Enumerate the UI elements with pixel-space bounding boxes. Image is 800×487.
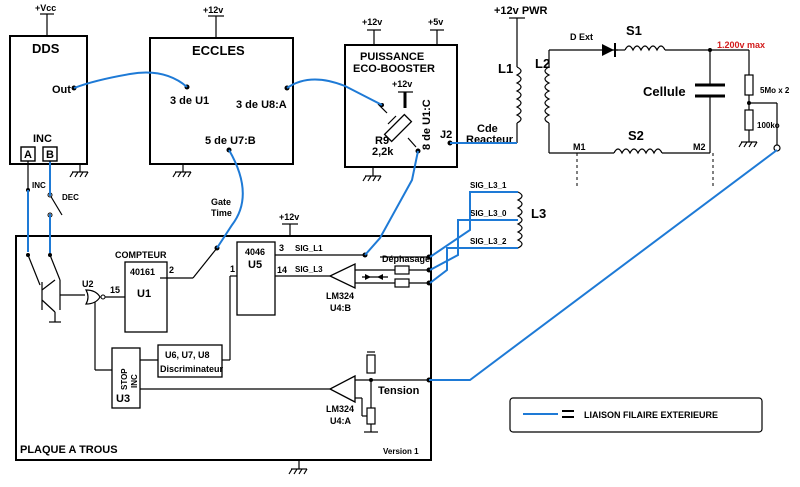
u4a-chip-label: LM324 (326, 404, 354, 414)
r-bottom-label: 100ko (757, 121, 780, 130)
tension-label: Tension (378, 385, 420, 397)
dds-pin-b: B (46, 149, 54, 161)
puissance-title1: PUISSANCE (360, 51, 424, 63)
s1-label: S1 (626, 23, 642, 38)
puissance-inner-supply: +12v (392, 79, 412, 89)
r9-label: R9 (375, 135, 389, 147)
eccles-box (149, 37, 294, 165)
dephasage-label: Déphasage (382, 254, 430, 264)
u3-label: U3 (116, 393, 130, 405)
u4b-label: U4:B (330, 303, 352, 313)
m2-label: M2 (693, 142, 706, 152)
sig-l1-label: SIG_L1 (295, 244, 323, 253)
legend-label: LIAISON FILAIRE EXTERIEURE (584, 410, 718, 420)
sig-l3-1: SIG_L3_1 (470, 181, 507, 190)
board-block: +12v PLAQUE A TROUS Version 1 U2 15 COMP… (15, 212, 471, 475)
puissance-supply-5v: +5v (428, 17, 443, 27)
pwr-supply-label: +12v PWR (494, 5, 548, 17)
board-version: Version 1 (383, 447, 419, 456)
gate-label-1: Gate (211, 197, 231, 207)
u1-chip-label: 40161 (130, 267, 155, 277)
discr-label-1: U6, U7, U8 (165, 350, 210, 360)
u1-label: U1 (137, 288, 151, 300)
legend: LIAISON FILAIRE EXTERIEURE (509, 397, 763, 433)
gate-label-2: Time (211, 208, 232, 218)
discr-label-2: Discriminateur (160, 364, 224, 374)
eccles-pin-u8a: 3 de U8:A (236, 99, 287, 111)
cellule-label: Cellule (643, 84, 686, 99)
dds-title: DDS (32, 41, 60, 56)
l3-coil: L3 SIG_L3_1 SIG_L3_0 SIG_L3_2 (446, 181, 546, 270)
sig-l3-2: SIG_L3_2 (470, 237, 507, 246)
cde-label-2: Reacteur (466, 134, 514, 146)
u2-label: U2 (82, 279, 94, 289)
eccles-block: +12v ECCLES 3 de U1 3 de U8:A 5 de U7:B (149, 5, 294, 178)
cde-label-1: Cde (477, 123, 498, 135)
switch-inc-label: INC (32, 181, 46, 190)
l3-label: L3 (531, 206, 546, 221)
m1-label: M1 (573, 142, 586, 152)
u3-stop-label: STOP (120, 368, 129, 390)
puissance-title2: ECO-BOOSTER (353, 63, 435, 75)
pin3-label: 3 (279, 243, 284, 253)
eccles-title: ECCLES (192, 43, 245, 58)
puissance-block: +12v +5v PUISSANCE ECO-BOOSTER +12v R9 2… (344, 17, 458, 182)
eccles-supply-label: +12v (203, 5, 223, 15)
j2-label: J2 (440, 129, 452, 141)
eccles-pin-u7b: 5 de U7:B (205, 135, 256, 147)
sig-l3-0: SIG_L3_0 (470, 209, 507, 218)
u3-inc-label: INC (130, 374, 139, 388)
puissance-supply-12v: +12v (362, 17, 382, 27)
r-top-label: 5Mo x 2 (760, 86, 790, 95)
compteur-label: COMPTEUR (115, 250, 167, 260)
l1-label: L1 (498, 61, 513, 76)
switch-dec-label: DEC (62, 193, 79, 202)
dds-out-label: Out (52, 84, 71, 96)
power-stage: +12v PWR L1 L2 D Ext S1 1.200v max Cellu… (452, 5, 790, 188)
pin2-label: 2 (169, 265, 174, 275)
u4a-label: U4:A (330, 416, 352, 426)
u4b-chip-label: LM324 (326, 291, 354, 301)
pin15-label: 15 (110, 285, 120, 295)
eccles-pin-u1: 3 de U1 (170, 95, 209, 107)
dds-pin-a: A (24, 149, 32, 161)
puissance-box (344, 44, 458, 168)
dds-supply-label: +Vcc (35, 3, 56, 13)
board-title: PLAQUE A TROUS (20, 444, 118, 456)
l2-label: L2 (535, 56, 550, 71)
puissance-pin-u1c: 8 de U1:C (421, 99, 433, 150)
sig-l3-label: SIG_L3 (295, 265, 323, 274)
dds-box (9, 35, 88, 165)
d-ext-label: D Ext (570, 32, 593, 42)
dds-inc-label: INC (33, 133, 52, 145)
u5-label: U5 (248, 259, 262, 271)
r9-value: 2,2k (372, 146, 394, 158)
s2-label: S2 (628, 128, 644, 143)
board-supply-label: +12v (279, 212, 299, 222)
max-voltage-label: 1.200v max (717, 40, 765, 50)
pin14-label: 14 (277, 265, 287, 275)
pin1-label: 1 (230, 264, 235, 274)
dds-block: +Vcc DDS Out INC A B (9, 3, 89, 178)
external-links (27, 71, 778, 381)
u5-chip-label: 4046 (245, 247, 265, 257)
board-box (15, 235, 432, 461)
